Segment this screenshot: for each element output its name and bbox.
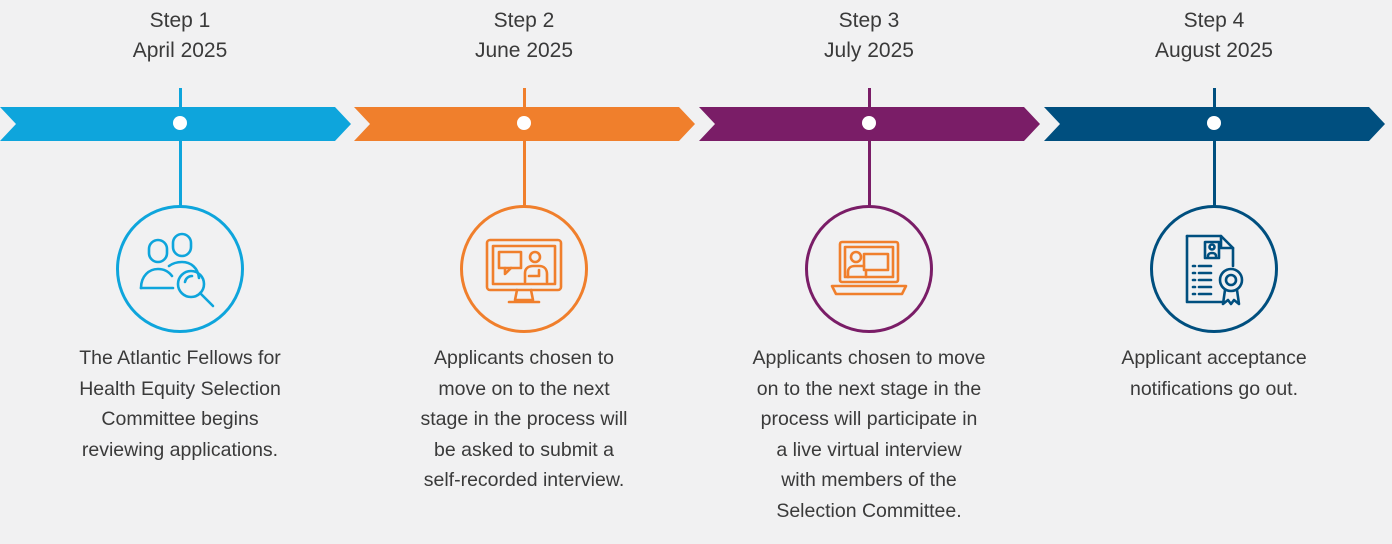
description-line: The Atlantic Fellows for bbox=[79, 347, 281, 369]
step-3-description: Applicants chosen to move on to the next… bbox=[704, 343, 1034, 526]
step-1-icon-ring bbox=[116, 205, 244, 333]
description-line: be asked to submit a bbox=[434, 438, 614, 461]
description-line: move on to the next bbox=[438, 377, 610, 400]
step-date: July 2025 bbox=[824, 39, 914, 62]
step-3-stem-top bbox=[868, 88, 871, 124]
description-line: Applicants chosen to move bbox=[752, 347, 986, 369]
certificate-document-icon bbox=[1171, 226, 1257, 312]
description-line: Applicant acceptance bbox=[1121, 347, 1307, 369]
step-2-stem-top bbox=[523, 88, 526, 124]
laptop-video-call-icon bbox=[826, 226, 912, 312]
step-4-node bbox=[1207, 116, 1221, 130]
step-3: Step 3 July 2025 bbox=[699, 0, 1040, 544]
step-3-node bbox=[862, 116, 876, 130]
step-2-node bbox=[517, 116, 531, 130]
step-3-icon-ring bbox=[805, 205, 933, 333]
step-label: Step 4 bbox=[1183, 9, 1245, 32]
description-line: Applicants chosen to bbox=[434, 347, 614, 369]
step-2-stem-bottom bbox=[523, 136, 526, 210]
step-2-icon-ring bbox=[460, 205, 588, 333]
step-2-description: Applicants chosen to move on to the next… bbox=[359, 343, 689, 496]
monitor-recording-icon bbox=[481, 226, 567, 312]
step-4-header: Step 4 August 2025 bbox=[1049, 6, 1379, 66]
step-2: Step 2 June 2025 bbox=[354, 0, 695, 544]
description-line: reviewing applications. bbox=[81, 438, 279, 461]
description-line: on to the next stage in the bbox=[756, 377, 982, 400]
step-date: August 2025 bbox=[1155, 39, 1273, 62]
step-label: Step 2 bbox=[493, 9, 555, 32]
step-4-description: Applicant acceptance notifications go ou… bbox=[1049, 343, 1379, 404]
step-date: April 2025 bbox=[132, 39, 228, 62]
step-4-icon-ring bbox=[1150, 205, 1278, 333]
step-4-stem-top bbox=[1213, 88, 1216, 124]
step-1-stem-bottom bbox=[179, 136, 182, 210]
description-line: self-recorded interview. bbox=[423, 469, 625, 491]
step-3-header: Step 3 July 2025 bbox=[704, 6, 1034, 66]
step-1-header: Step 1 April 2025 bbox=[15, 6, 345, 66]
description-line: Selection Committee. bbox=[776, 499, 962, 522]
step-4: Step 4 August 2025 bbox=[1044, 0, 1385, 544]
description-line: process will participate in bbox=[760, 408, 978, 430]
step-1: Step 1 April 2025 bbox=[0, 0, 351, 544]
description-line: Committee begins bbox=[101, 408, 259, 430]
description-line: a live virtual interview bbox=[776, 438, 962, 461]
step-4-stem-bottom bbox=[1213, 136, 1216, 210]
description-line: with members of the bbox=[781, 469, 957, 491]
step-label: Step 1 bbox=[149, 9, 211, 32]
step-date: June 2025 bbox=[474, 39, 574, 62]
description-line: Health Equity Selection bbox=[79, 377, 281, 400]
description-line: notifications go out. bbox=[1129, 377, 1299, 400]
people-search-icon bbox=[137, 226, 223, 312]
step-2-header: Step 2 June 2025 bbox=[359, 6, 689, 66]
step-1-node bbox=[173, 116, 187, 130]
step-1-description: The Atlantic Fellows for Health Equity S… bbox=[15, 343, 345, 465]
description-line: stage in the process will bbox=[420, 408, 628, 430]
step-label: Step 3 bbox=[838, 9, 900, 32]
step-1-stem-top bbox=[179, 88, 182, 124]
step-3-stem-bottom bbox=[868, 136, 871, 210]
